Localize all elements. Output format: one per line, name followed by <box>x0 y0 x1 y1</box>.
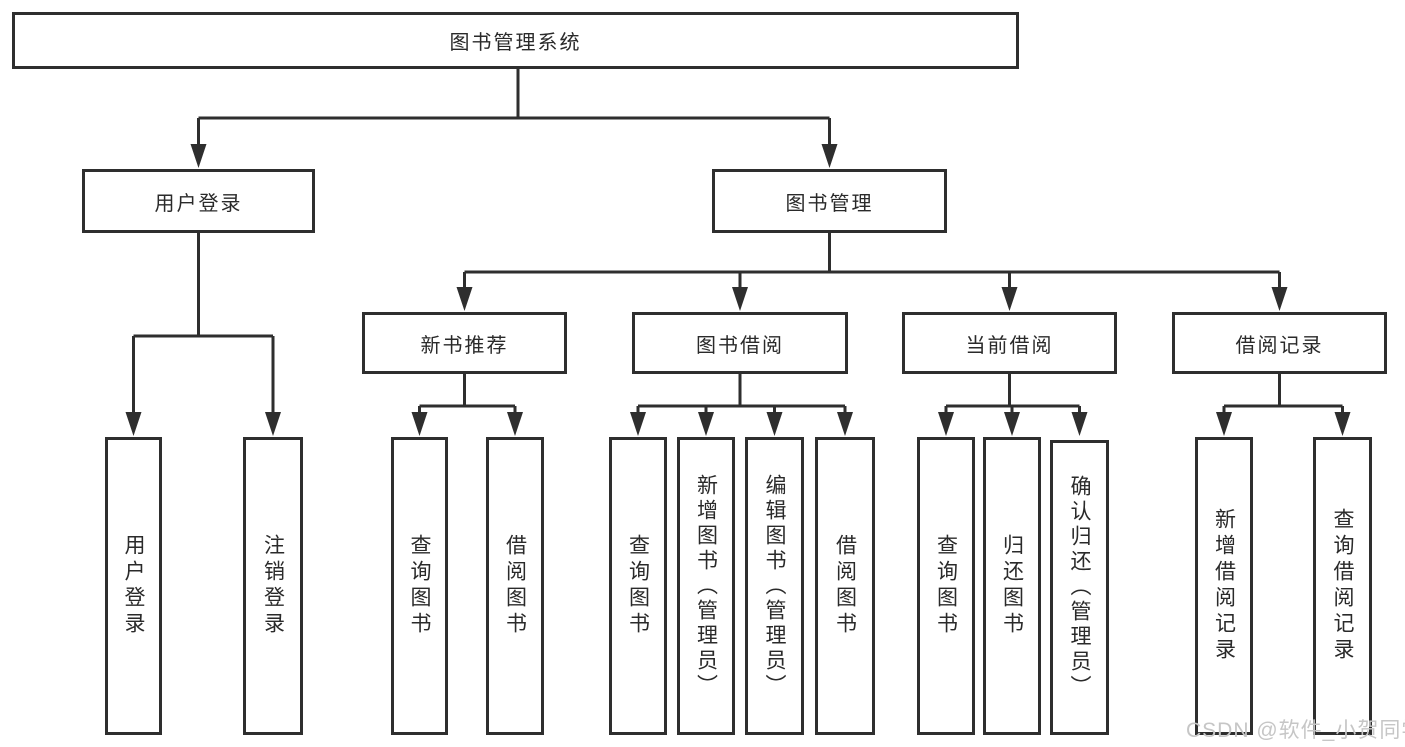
leaf-bb-query-books: 查询图书 <box>609 437 667 735</box>
connector-current-borrowing <box>944 374 1081 415</box>
connector-user-login <box>132 233 275 414</box>
connector-root <box>197 69 831 148</box>
connector-new-book-recommend <box>418 374 517 415</box>
leaf-br-query-record: 查询借阅记录 <box>1313 437 1372 735</box>
node-current-borrowing: 当前借阅 <box>902 312 1117 374</box>
connector-book-borrowing <box>636 374 847 415</box>
leaf-cb-return-books: 归还图书 <box>983 437 1041 735</box>
node-borrowing-records: 借阅记录 <box>1172 312 1387 374</box>
node-new-book-recommend: 新书推荐 <box>362 312 567 374</box>
leaf-cb-query-books: 查询图书 <box>917 437 975 735</box>
csdn-watermark: CSDN @软件_小贺同学 <box>1186 719 1405 742</box>
connector-borrowing-records <box>1222 374 1344 415</box>
node-user-login: 用户登录 <box>82 169 315 233</box>
leaf-cb-confirm-return: 确认归还（管理员） <box>1050 440 1109 735</box>
leaf-bb-borrow-books: 借阅图书 <box>815 437 875 735</box>
node-book-management: 图书管理 <box>712 169 947 233</box>
node-root: 图书管理系统 <box>12 12 1019 69</box>
leaf-rec-query-books: 查询图书 <box>391 437 448 735</box>
leaf-br-add-record: 新增借阅记录 <box>1195 437 1253 735</box>
leaf-bb-edit-books: 编辑图书（管理员） <box>745 437 804 735</box>
leaf-bb-add-books: 新增图书（管理员） <box>677 437 735 735</box>
leaf-logout: 注销登录 <box>243 437 303 735</box>
connector-book-management <box>463 233 1281 290</box>
leaf-rec-borrow-books: 借阅图书 <box>486 437 544 735</box>
leaf-user-login: 用户登录 <box>105 437 162 735</box>
node-book-borrowing: 图书借阅 <box>632 312 848 374</box>
